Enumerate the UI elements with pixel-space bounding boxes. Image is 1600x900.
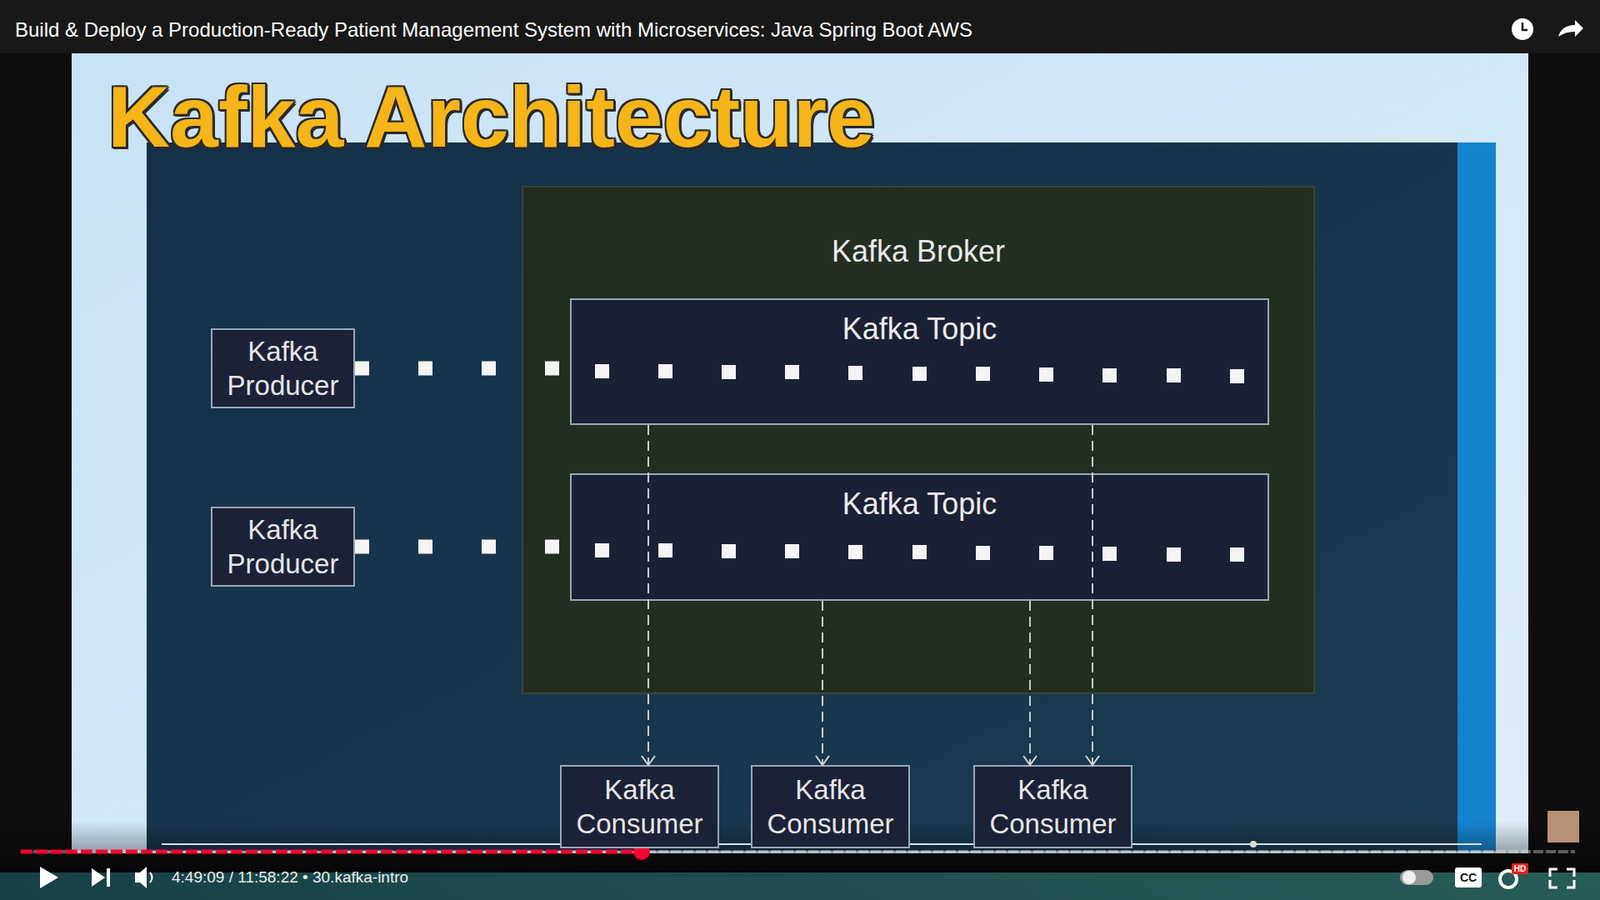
hd-text: HD — [1511, 863, 1529, 875]
clock-hands — [1522, 22, 1528, 30]
producer-box: Kafka Producer — [210, 506, 355, 587]
consumer-box: Kafka Consumer — [750, 765, 910, 849]
arrow-head — [815, 755, 830, 765]
slide-frame — [71, 53, 1529, 854]
message-flow — [355, 368, 570, 370]
node-text: Kafka Consumer — [561, 772, 718, 842]
message-square — [1102, 546, 1117, 561]
message-square — [595, 364, 610, 379]
topic-box: Kafka Topic — [570, 473, 1270, 601]
message-square — [721, 544, 736, 559]
message-square — [975, 366, 990, 381]
top-bar — [0, 0, 1600, 54]
volume-wave — [150, 872, 153, 883]
message-square — [912, 545, 927, 560]
dashed-line — [1029, 600, 1031, 765]
channel-avatar — [1547, 810, 1580, 843]
message-square — [785, 544, 800, 559]
volume-icon — [135, 866, 147, 889]
video-time: 4:49:09 / 11:58:22 • 30.kafka-intro — [171, 867, 409, 888]
node-text: Kafka Topic — [571, 486, 1268, 522]
message-square — [1230, 547, 1245, 562]
consume-arrow — [641, 425, 655, 765]
progress-track — [20, 850, 1575, 854]
autoplay-toggle — [1400, 870, 1434, 885]
progress-played — [20, 850, 642, 855]
dashed-line — [821, 600, 824, 765]
dashed-line — [647, 425, 650, 765]
message-dots — [355, 540, 570, 555]
message-square — [658, 364, 673, 379]
message-square — [1039, 367, 1054, 382]
node-text: Kafka Consumer — [975, 772, 1131, 842]
message-square — [1166, 547, 1181, 562]
arrow-head — [1023, 755, 1037, 765]
cc-text: CC — [1455, 867, 1482, 888]
slide-strip — [1457, 142, 1496, 851]
message-square — [658, 543, 673, 558]
autoplay-knob — [1402, 870, 1416, 885]
arrow-head — [1085, 755, 1100, 765]
message-square — [595, 543, 610, 558]
consume-arrow — [1023, 600, 1037, 765]
message-flow — [355, 546, 570, 548]
next-icon-bar — [106, 868, 110, 887]
node-text: Kafka Topic — [571, 311, 1268, 347]
consumer-box: Kafka Consumer — [560, 765, 720, 849]
share-icon — [1558, 20, 1584, 37]
node-text: Kafka Producer — [212, 512, 354, 582]
consumer-box: Kafka Consumer — [973, 765, 1133, 849]
consume-arrow — [815, 600, 830, 765]
slide-panel — [146, 142, 1496, 851]
topic-messages — [595, 364, 1245, 562]
message-square — [1039, 545, 1054, 560]
node-text: Kafka Broker — [523, 234, 1314, 270]
hd-badge — [1511, 863, 1529, 875]
scrollbar-knob — [1250, 840, 1257, 848]
next-icon — [91, 868, 105, 887]
topic-box: Kafka Topic — [570, 298, 1270, 425]
slide-heading: Kafka Architecture — [107, 73, 875, 160]
message-square — [721, 365, 736, 380]
node-text: Kafka Producer — [212, 334, 354, 404]
message-square — [1166, 368, 1181, 383]
message-square — [848, 365, 863, 380]
video-title: Build & Deploy a Production-Ready Patien… — [15, 18, 973, 42]
consume-arrow — [1085, 425, 1100, 765]
dashed-line — [1091, 425, 1094, 765]
cc-icon — [1455, 867, 1482, 888]
producer-box: Kafka Producer — [210, 328, 355, 409]
message-square — [975, 545, 990, 560]
message-square — [912, 366, 927, 381]
broker-box: Kafka BrokerKafka TopicKafka Topic — [521, 185, 1315, 695]
node-text: Kafka Consumer — [752, 772, 909, 842]
message-dots — [355, 361, 570, 376]
watch-later-icon — [1511, 18, 1534, 40]
fullscreen-icon — [1550, 869, 1575, 888]
message-square — [1102, 368, 1117, 383]
play-icon — [40, 866, 59, 889]
message-square — [785, 365, 800, 380]
arrow-head — [641, 755, 655, 765]
message-square — [848, 545, 863, 560]
message-square — [1230, 369, 1245, 384]
